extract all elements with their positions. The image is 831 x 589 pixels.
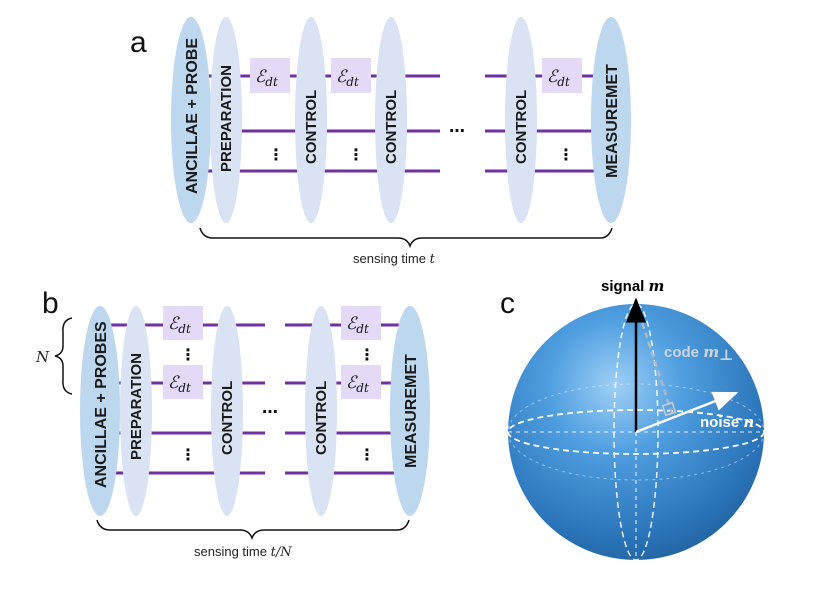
svg-text:ℰdt: ℰdt [168,314,191,336]
measurement-label-b: MEASUREMET [403,354,420,468]
channel-symbol: ℰ [346,373,358,393]
svg-text:ℰdt: ℰdt [336,67,359,89]
vdots-a-1: ⋮ [268,145,284,164]
code-sub: ⊥ [719,346,733,364]
code-text: code [664,344,703,361]
preparation-label: PREPARATION [218,65,235,172]
panel-a-letter: a [130,26,147,59]
control-ellipse-1 [295,17,327,223]
signal-label: signal m [601,277,664,295]
right-angle-marker [661,401,677,417]
svg-text:ℰdt: ℰdt [547,67,570,89]
panel-a: a ANCILLAE + PROBE PREPARATION CONTROL C… [130,17,631,267]
signal-text: signal [601,278,649,295]
control-ellipse-3 [505,17,537,223]
ancilla-probes-label: ANCILLAE + PROBES [93,321,110,488]
ancilla-probes-ellipse [80,306,120,516]
channel-box-a-2: ℰdt [331,58,371,93]
svg-text:ℰdt: ℰdt [346,373,369,395]
n-brace [54,317,73,395]
channel-box-a-3: ℰdt [542,58,582,93]
panel-c-letter: c [500,287,515,320]
channel-box-b-4: ℰdt [341,365,381,399]
channel-box-b-2: ℰdt [163,365,203,399]
vdots-b-1: ⋮ [180,345,196,364]
caption-var: t/N [271,545,293,560]
signal-var: m [649,277,665,295]
control-label-b-2: CONTROL [313,381,330,455]
vdots-a-3: ⋮ [558,145,574,164]
channel-symbol: ℰ [346,314,358,334]
channel-symbol: ℰ [168,373,180,393]
measurement-label: MEASUREMET [604,64,621,178]
control-ellipse-b-1 [211,306,243,516]
channel-box-a-1: ℰdt [250,58,290,93]
sensing-time-brace-a [199,227,613,249]
panel-c: c signal m code m⊥ noise n [500,277,765,561]
noise-vector [635,391,739,434]
svg-text:ℰdt: ℰdt [346,314,369,336]
hdots-a: … [449,117,465,136]
sensing-time-caption-a: sensing time t [353,251,436,267]
code-label: code m⊥ [664,343,733,364]
channel-box-b-1: ℰdt [163,306,203,340]
channel-sub: dt [346,75,359,89]
measurement-ellipse-b [390,306,430,516]
svg-text:ℰdt: ℰdt [168,373,191,395]
channel-symbol: ℰ [547,67,559,87]
channel-symbol: ℰ [336,67,348,87]
svg-text:ℰdt: ℰdt [255,67,278,89]
control-ellipse-b-2 [305,306,337,516]
control-label-b-1: CONTROL [219,381,236,455]
channel-sub: dt [356,381,369,395]
channel-sub: dt [557,75,570,89]
channel-sub: dt [178,381,191,395]
n-label: N [35,348,50,366]
control-label-3: CONTROL [513,90,530,164]
noise-text: noise [700,414,743,431]
vdots-b-3: ⋮ [180,445,196,464]
preparation-label-b: PREPARATION [128,353,145,460]
measurement-ellipse [591,17,631,223]
control-label-2: CONTROL [383,90,400,164]
sensing-time-brace-b [96,519,410,541]
noise-var: n [743,413,754,431]
code-var: m [703,343,719,361]
vdots-b-2: ⋮ [359,345,375,364]
ancilla-probe-ellipse [171,17,211,223]
control-ellipse-2 [375,17,407,223]
panel-b-letter: b [42,287,59,320]
channel-symbol: ℰ [255,67,267,87]
noise-label: noise n [700,413,754,431]
channel-box-b-3: ℰdt [341,306,381,340]
vdots-b-4: ⋮ [359,445,375,464]
channel-sub: dt [178,322,191,336]
caption-text: sensing time [194,544,271,559]
caption-var: t [430,252,436,267]
panel-b: b N ANCILLAE + PROBES PREPARATION CONTRO… [35,287,430,560]
vdots-a-2: ⋮ [348,145,364,164]
channel-sub: dt [356,322,369,336]
sensing-time-caption-b: sensing time t/N [194,544,292,560]
hdots-b: … [262,398,278,417]
channel-sub: dt [265,75,278,89]
preparation-ellipse [210,17,242,223]
ancilla-probe-label: ANCILLAE + PROBE [184,38,201,194]
control-label-1: CONTROL [303,90,320,164]
preparation-ellipse-b [120,306,152,516]
caption-text: sensing time [353,251,430,266]
channel-symbol: ℰ [168,314,180,334]
